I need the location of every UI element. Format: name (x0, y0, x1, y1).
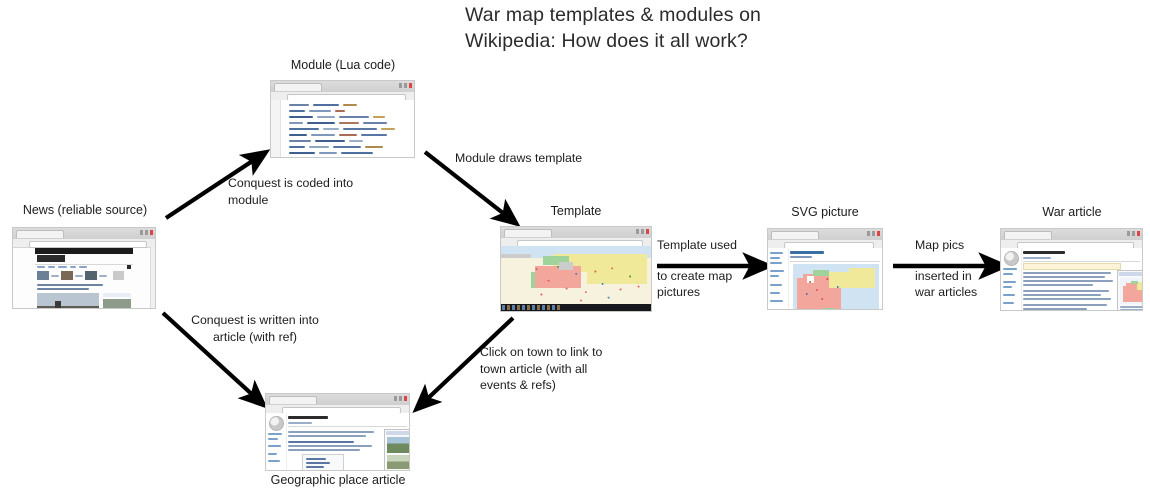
edge-label-template-to-geo-article: Click on town to link to town article (w… (480, 345, 603, 392)
thumbnail-svg-picture[interactable] (767, 228, 883, 310)
browser-urlbar (13, 239, 155, 248)
lua-code-body (271, 100, 414, 157)
article-content (288, 415, 409, 470)
svg-file-page-body (768, 248, 882, 309)
arrow-template-to-geo-article (412, 316, 515, 413)
line-number-gutter (271, 100, 281, 157)
caption-news: News (reliable source) (22, 203, 148, 217)
caption-module: Module (Lua code) (290, 58, 396, 72)
article-infobox (1117, 270, 1142, 310)
page-title: War map templates & modules on Wikipedia… (465, 4, 761, 52)
article-content (1023, 250, 1142, 310)
caption-svg-picture: SVG picture (791, 205, 859, 219)
caption-template: Template (550, 204, 602, 218)
thumbnail-news-website[interactable] (12, 227, 156, 309)
wiki-sidebar (768, 248, 789, 309)
news-page-body (13, 247, 155, 308)
edge-label-svg-to-war-article: Map pics inserted in war articles (915, 238, 978, 299)
photo-infobox (384, 429, 409, 470)
caption-geographic-place-article: Geographic place article (270, 473, 406, 487)
file-content (790, 250, 880, 309)
edge-label-news-to-geo-article: Conquest is written into article (with r… (191, 313, 319, 344)
thumbnail-war-article[interactable] (1000, 228, 1143, 311)
code-area (283, 102, 411, 155)
wiki-sidebar (1001, 248, 1022, 310)
arrow-module-to-template (423, 150, 521, 227)
table-of-contents (302, 454, 344, 470)
edge-label-module-to-template: Module draws template (455, 151, 583, 165)
os-taskbar (501, 304, 651, 311)
arrow-news-to-module (164, 149, 271, 220)
caption-war-article: War article (1042, 205, 1102, 219)
template-map-body (501, 246, 651, 311)
thumbnail-geographic-place-article[interactable] (265, 393, 410, 471)
edge-label-news-to-module: Conquest is coded into module (228, 176, 354, 207)
war-article-body (1001, 248, 1142, 310)
wiki-sidebar (266, 413, 287, 470)
thumbnail-lua-module-code[interactable] (270, 80, 415, 158)
arrow-news-to-geo-article (161, 311, 268, 409)
wikipedia-globe-logo (1004, 251, 1019, 266)
thumbnail-template-map[interactable] (500, 226, 652, 312)
wikipedia-globe-logo (269, 416, 284, 431)
geo-article-body (266, 413, 409, 470)
edge-label-template-to-svg: Template used to create map pictures (657, 238, 737, 299)
